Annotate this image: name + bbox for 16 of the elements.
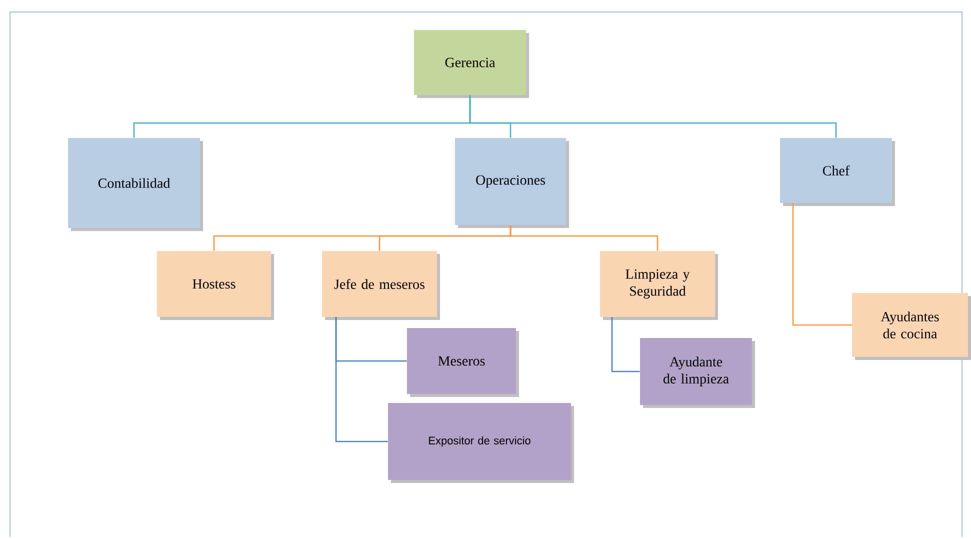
org-box: Limpieza y Seguridad xyxy=(600,251,718,320)
connector-line xyxy=(469,95,837,138)
connector-line xyxy=(792,203,852,326)
org-box: Gerencia xyxy=(414,30,529,98)
org-box: Operaciones xyxy=(455,138,569,228)
org-box: Expositor de servicio xyxy=(388,403,574,483)
org-box: Ayudante de limpieza xyxy=(640,338,755,408)
org-box: Contabilidad xyxy=(68,138,203,231)
org-box: Jefe de meseros xyxy=(322,251,440,320)
org-box: Ayudantes de cocina xyxy=(852,293,971,360)
org-box: Meseros xyxy=(407,328,519,397)
connector-line xyxy=(335,317,388,442)
connector-line xyxy=(611,317,640,372)
org-box: Chef xyxy=(780,138,895,206)
connector-line xyxy=(510,225,658,251)
org-box: Hostess xyxy=(157,251,274,320)
